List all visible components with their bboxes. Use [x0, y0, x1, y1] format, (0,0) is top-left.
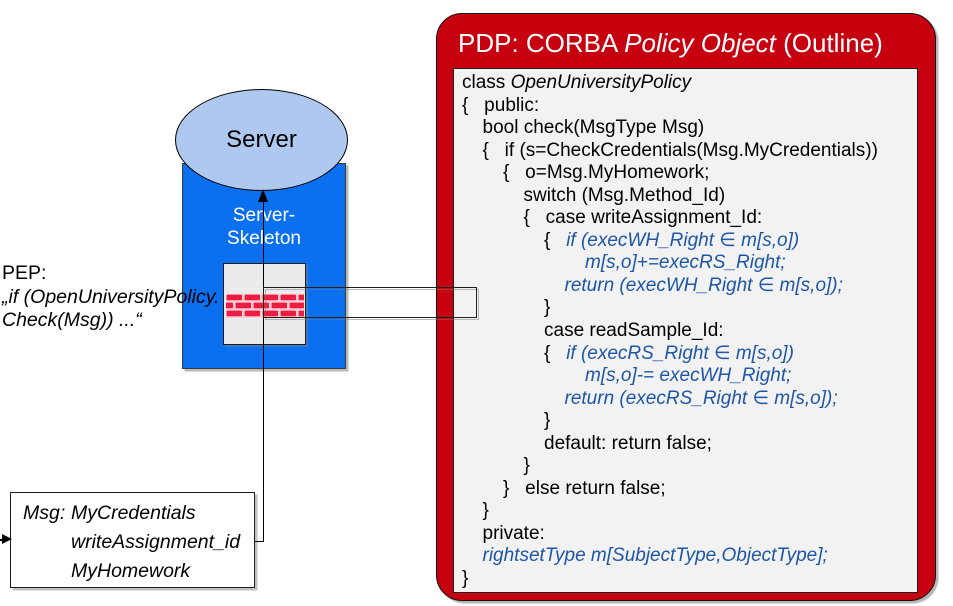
pep-annotation: PEP: „if (OpenUniversityPolicy. Check(Ms…: [2, 262, 252, 333]
code-line: }: [544, 297, 551, 319]
message-flow-arrow-line: [262, 197, 265, 542]
code-line: { if (execRS_Right ∈ m[s,o]): [544, 342, 794, 364]
pdp-panel: PDP: CORBA Policy Object (Outline) class…: [436, 13, 936, 601]
msg-item: MyHomework: [71, 560, 191, 582]
brick-wall-icon: [226, 294, 304, 318]
pep-code-line2: Check(Msg)) ...“: [2, 309, 142, 331]
msg-item: MyCredentials: [71, 502, 196, 524]
message-box-row: Msg:MyCredentials: [23, 499, 254, 528]
msg-label: Msg:: [23, 502, 66, 524]
arrow-right-icon: [2, 534, 12, 545]
code-line: }: [544, 410, 551, 432]
code-line: switch (Msg.Method_Id): [523, 184, 726, 206]
pep-label: PEP:: [2, 262, 47, 284]
code-line: }: [523, 455, 530, 477]
code-line: default: return false;: [544, 432, 712, 454]
arrow-up-icon: [257, 189, 268, 202]
server-label: Server: [226, 126, 297, 153]
code-line: bool check(MsgType Msg): [482, 117, 705, 139]
code-line: { if (s=CheckCredentials(Msg.MyCredentia…: [482, 139, 878, 161]
code-line: return (execRS_Right ∈ m[s,o]);: [564, 387, 838, 409]
code-line: rightsetType m[SubjectType,ObjectType];: [482, 545, 828, 567]
policy-code: class OpenUniversityPolicy{ public:bool …: [453, 68, 918, 593]
message-flow-arrow-start: [255, 540, 264, 543]
code-line: return (execWH_Right ∈ m[s,o]);: [564, 274, 843, 296]
code-line: { o=Msg.MyHomework;: [503, 162, 710, 184]
code-line: { if (execWH_Right ∈ m[s,o]): [544, 229, 800, 251]
server-ellipse: Server: [175, 89, 348, 191]
msg-item: writeAssignment_id: [71, 531, 241, 553]
interception-connector: [263, 287, 477, 318]
code-line: m[s,o]+=execRS_Right;: [585, 252, 786, 274]
code-line: private:: [482, 522, 545, 544]
code-line: } else return false;: [503, 477, 666, 499]
code-line: { case writeAssignment_Id:: [523, 207, 763, 229]
code-line: class OpenUniversityPolicy: [462, 72, 692, 93]
code-line: }: [482, 500, 489, 522]
pep-code-line1: „if (OpenUniversityPolicy.: [2, 285, 220, 308]
code-line: }: [462, 568, 469, 590]
code-line: case readSample_Id:: [544, 320, 724, 342]
message-box: Msg:MyCredentials writeAssignment_id MyH…: [10, 492, 255, 588]
pdp-title: PDP: CORBA Policy Object (Outline): [458, 28, 883, 58]
code-line: { public:: [462, 94, 540, 116]
code-line: m[s,o]-= execWH_Right;: [585, 365, 792, 387]
